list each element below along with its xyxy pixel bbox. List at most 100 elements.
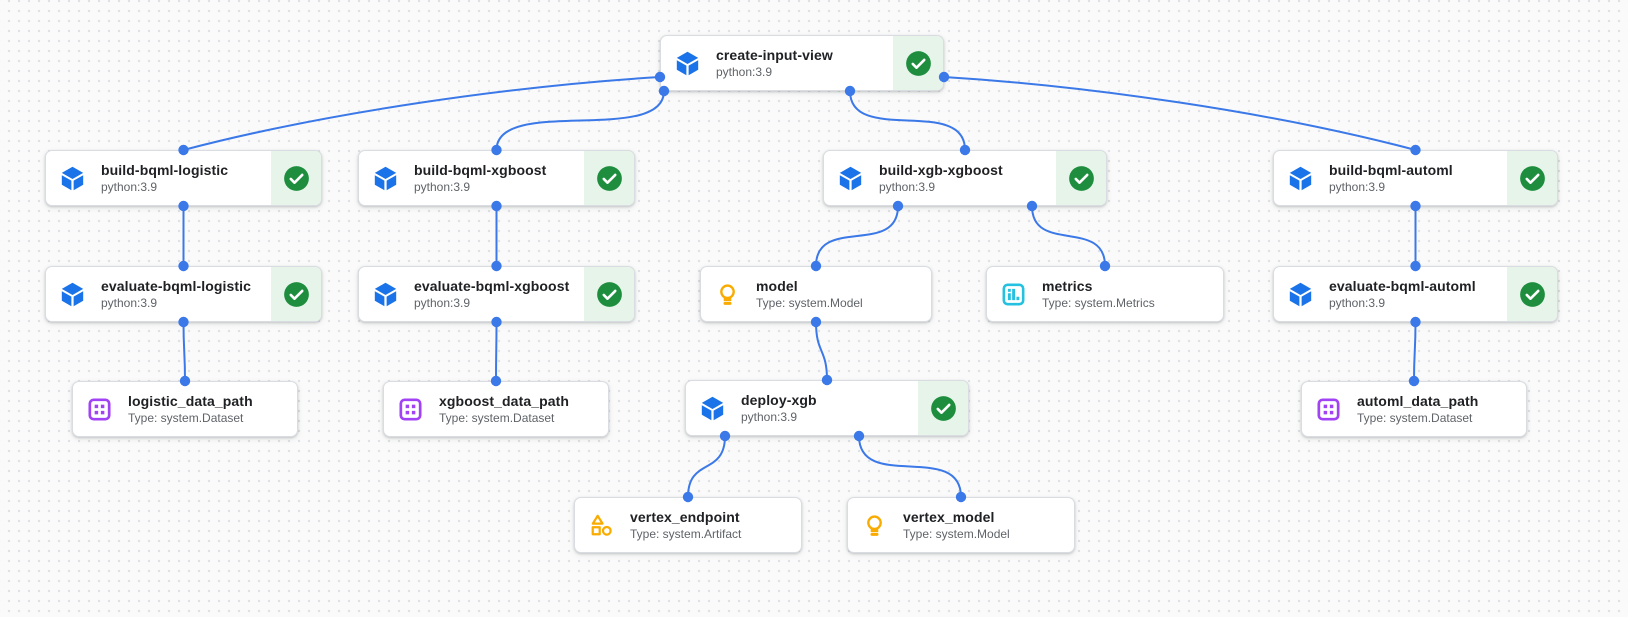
node-subtitle: python:3.9 xyxy=(1329,179,1386,194)
check-circle-icon xyxy=(283,281,310,308)
check-circle-icon xyxy=(1519,281,1546,308)
node-title: vertex_model xyxy=(903,508,995,525)
edge-model-to-deploy-xgb xyxy=(815,321,828,381)
node-subtitle: python:3.9 xyxy=(741,409,798,424)
edge-evaluate-bqml-automl-to-automl_data_path xyxy=(1413,321,1417,382)
pipeline-component-icon xyxy=(372,281,399,308)
pipeline-component-icon xyxy=(837,165,864,192)
node-subtitle: python:3.9 xyxy=(879,179,936,194)
node-subtitle: python:3.9 xyxy=(1329,295,1386,310)
node-title: build-bqml-logistic xyxy=(101,161,229,178)
node-subtitle: Type: system.Artifact xyxy=(630,526,742,541)
node-title: build-bqml-automl xyxy=(1329,161,1453,178)
edge-create-input-view-to-build-bqml-automl xyxy=(943,76,1416,151)
check-circle-icon xyxy=(596,165,623,192)
edge-build-xgb-xgboost-to-model xyxy=(815,205,899,267)
check-circle-icon xyxy=(1519,165,1546,192)
check-circle-icon xyxy=(283,165,310,192)
edge-evaluate-bqml-logistic-to-logistic_data_path xyxy=(182,321,186,382)
node-subtitle: Type: system.Dataset xyxy=(439,410,555,425)
node-subtitle: Type: system.Model xyxy=(756,295,863,310)
edge-evaluate-bqml-xgboost-to-xgboost_data_path xyxy=(495,321,498,382)
pipeline-component-icon xyxy=(59,281,86,308)
status-badge-succeeded xyxy=(584,151,634,205)
node-title: evaluate-bqml-logistic xyxy=(101,277,252,294)
edge-create-input-view-to-build-bqml-xgboost xyxy=(495,90,665,151)
pipeline-component-icon xyxy=(674,50,701,77)
check-circle-icon xyxy=(905,50,932,77)
check-circle-icon xyxy=(1068,165,1095,192)
node-title: vertex_endpoint xyxy=(630,508,740,525)
node-subtitle: Type: system.Dataset xyxy=(128,410,244,425)
pipeline-component-icon xyxy=(1287,165,1314,192)
node-title: evaluate-bqml-automl xyxy=(1329,277,1476,294)
status-badge-succeeded xyxy=(893,36,943,90)
pipeline-component-icon xyxy=(699,395,726,422)
check-circle-icon xyxy=(930,395,957,422)
edge-deploy-xgb-to-vertex_model xyxy=(858,435,962,498)
dataset-icon xyxy=(1315,396,1342,423)
edge-deploy-xgb-to-vertex_endpoint xyxy=(687,435,726,498)
node-subtitle: Type: system.Model xyxy=(903,526,1010,541)
metrics-chart-icon xyxy=(1000,281,1027,308)
status-badge-succeeded xyxy=(271,267,321,321)
model-lightbulb-icon xyxy=(714,281,741,308)
node-subtitle: python:3.9 xyxy=(716,64,773,79)
node-title: automl_data_path xyxy=(1357,392,1479,409)
node-subtitle: Type: system.Dataset xyxy=(1357,410,1473,425)
node-title: model xyxy=(756,277,798,294)
status-badge-succeeded xyxy=(271,151,321,205)
status-badge-succeeded xyxy=(1507,151,1557,205)
node-title: create-input-view xyxy=(716,46,833,63)
node-subtitle: Type: system.Metrics xyxy=(1042,295,1155,310)
node-subtitle: python:3.9 xyxy=(101,295,158,310)
pipeline-component-icon xyxy=(1287,281,1314,308)
status-badge-succeeded xyxy=(918,381,968,435)
pipeline-component-icon xyxy=(59,165,86,192)
node-subtitle: python:3.9 xyxy=(414,179,471,194)
node-title: build-xgb-xgboost xyxy=(879,161,1003,178)
edge-create-input-view-to-build-bqml-logistic xyxy=(183,76,661,151)
dataset-icon xyxy=(86,396,113,423)
pipeline-component-icon xyxy=(372,165,399,192)
node-title: build-bqml-xgboost xyxy=(414,161,547,178)
node-title: evaluate-bqml-xgboost xyxy=(414,277,570,294)
check-circle-icon xyxy=(596,281,623,308)
node-title: xgboost_data_path xyxy=(439,392,570,409)
node-title: metrics xyxy=(1042,277,1093,294)
node-title: deploy-xgb xyxy=(741,391,817,408)
